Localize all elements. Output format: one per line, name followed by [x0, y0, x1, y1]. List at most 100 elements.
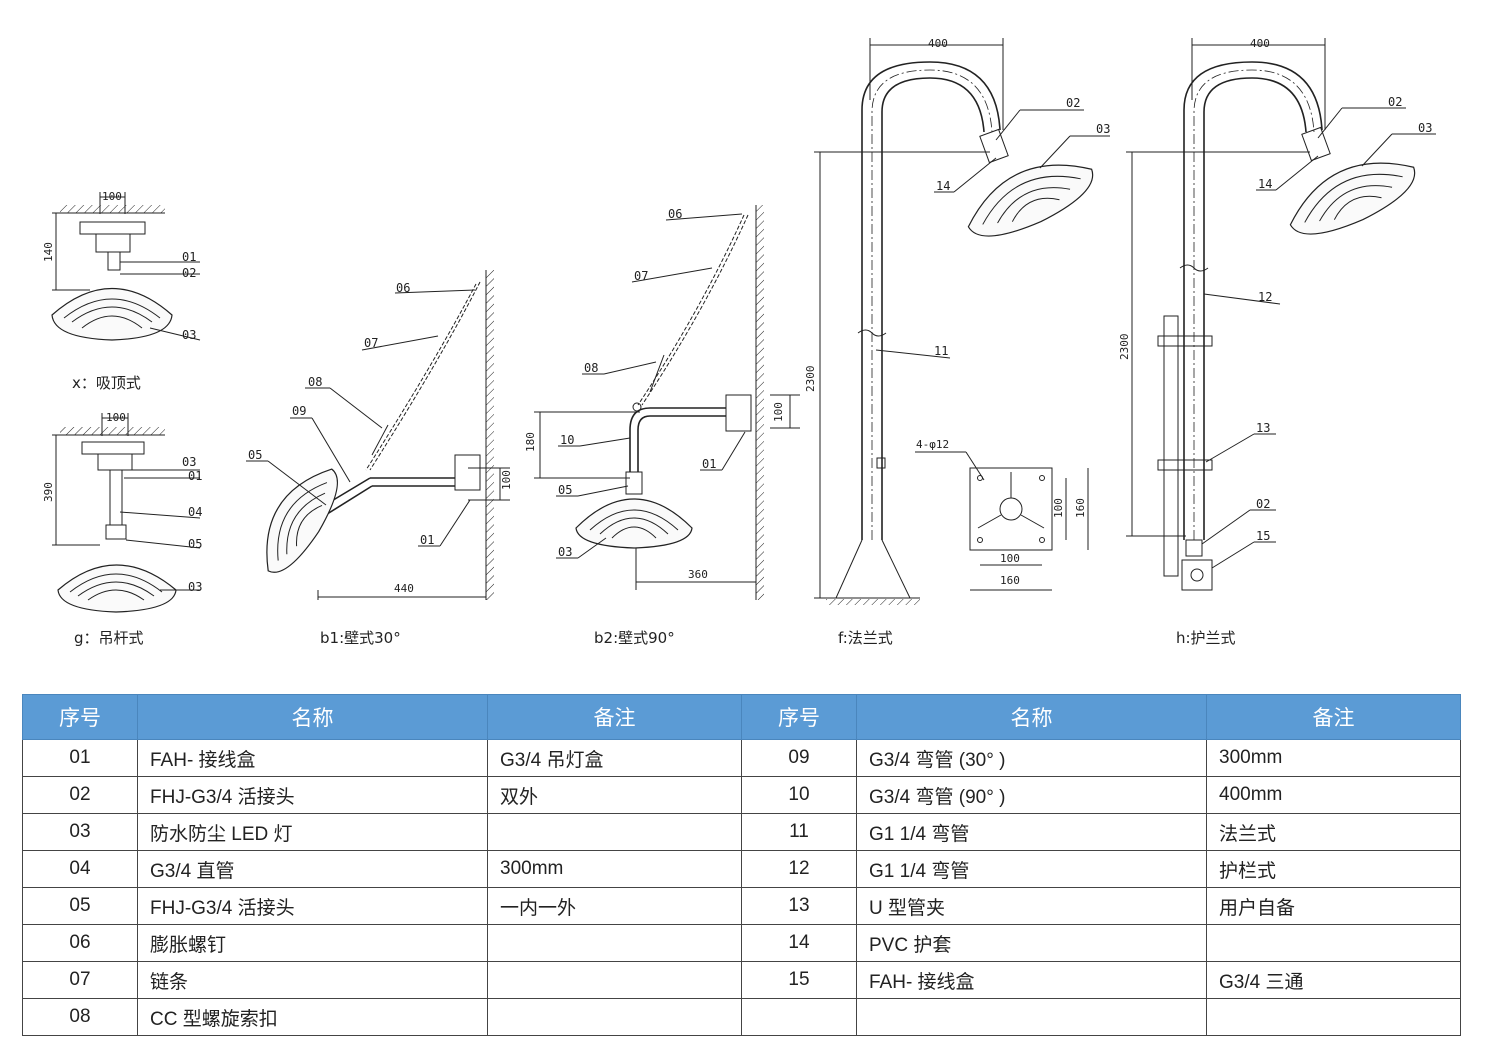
cell-note: 400mm [1206, 776, 1461, 814]
label-h-02b: 02 [1256, 497, 1270, 511]
label-h-02: 02 [1388, 95, 1402, 109]
dim-g-390: 390 [42, 482, 55, 502]
caption-b2: b2:壁式90° [594, 629, 675, 647]
cell-name: PVC 护套 [856, 924, 1207, 962]
cell-note: 用户自备 [1206, 887, 1461, 925]
cell-no: 08 [22, 998, 138, 1036]
cell-note: 护栏式 [1206, 850, 1461, 888]
cell-note: 300mm [487, 850, 742, 888]
cell-name: 膨胀螺钉 [137, 924, 488, 962]
label-b2-06: 06 [668, 207, 682, 221]
cell-no: 04 [22, 850, 138, 888]
cell-note [1206, 998, 1461, 1036]
cell-name: FAH- 接线盒 [856, 961, 1207, 999]
header-name-left: 名称 [137, 694, 488, 740]
installation-drawings: 100 140 01 02 03 x：吸顶式 100 390 03 01 04 … [42, 37, 1436, 647]
cell-name: G1 1/4 弯管 [856, 850, 1207, 888]
caption-x: x：吸顶式 [72, 374, 141, 392]
dim-x-140: 140 [42, 242, 55, 262]
header-note-left: 备注 [487, 694, 742, 740]
label-h-12: 12 [1258, 290, 1272, 304]
diagram-g-pendant-rod: 100 390 03 01 04 05 03 g：吊杆式 [42, 411, 202, 647]
cell-note [487, 813, 742, 851]
label-h-14: 14 [1258, 177, 1272, 191]
dim-h-2300: 2300 [1118, 334, 1131, 361]
cell-name: U 型管夹 [856, 887, 1207, 925]
label-g-05: 05 [188, 537, 202, 551]
dim-x-100: 100 [102, 190, 122, 203]
cell-name: FHJ-G3/4 活接头 [137, 776, 488, 814]
cell-name: FAH- 接线盒 [137, 739, 488, 777]
cell-name: 链条 [137, 961, 488, 999]
dim-b1-440: 440 [394, 582, 414, 595]
cell-no: 09 [741, 739, 857, 777]
caption-b1: b1:壁式30° [320, 629, 401, 647]
cell-name: FHJ-G3/4 活接头 [137, 887, 488, 925]
diagram-b2-wall-90: 06 07 08 10 01 05 03 180 100 360 b2:壁式90… [524, 205, 800, 647]
cell-no: 11 [741, 813, 857, 851]
cell-no: 14 [741, 924, 857, 962]
label-b1-09: 09 [292, 404, 306, 418]
cell-note [487, 961, 742, 999]
dim-f-400: 400 [928, 37, 948, 50]
label-x-03: 03 [182, 328, 196, 342]
label-g-03: 03 [182, 455, 196, 469]
cell-no: 02 [22, 776, 138, 814]
table-header-row: 序号 名称 备注 序号 名称 备注 [22, 694, 1461, 740]
cell-name: 防水防尘 LED 灯 [137, 813, 488, 851]
header-name-right: 名称 [856, 694, 1207, 740]
label-h-15: 15 [1256, 529, 1270, 543]
cell-note: G3/4 三通 [1206, 961, 1461, 999]
label-f-14: 14 [936, 179, 950, 193]
dim-g-100: 100 [106, 411, 126, 424]
header-no-right: 序号 [741, 694, 857, 740]
dim-h-400: 400 [1250, 37, 1270, 50]
label-b2-07: 07 [634, 269, 648, 283]
cell-note: 300mm [1206, 739, 1461, 777]
cell-no: 03 [22, 813, 138, 851]
cell-no: 15 [741, 961, 857, 999]
caption-h: h:护兰式 [1176, 629, 1236, 647]
cell-note [487, 998, 742, 1036]
header-note-right: 备注 [1206, 694, 1461, 740]
cell-name: CC 型螺旋索扣 [137, 998, 488, 1036]
cell-note [487, 924, 742, 962]
cell-note: 双外 [487, 776, 742, 814]
label-b2-08: 08 [584, 361, 598, 375]
dim-b2-360: 360 [688, 568, 708, 581]
label-g-03b: 03 [188, 580, 202, 594]
cell-name: G3/4 弯管 (90° ) [856, 776, 1207, 814]
label-f-11: 11 [934, 344, 948, 358]
cell-note [1206, 924, 1461, 962]
dim-b2-180: 180 [524, 432, 537, 452]
label-b2-01: 01 [702, 457, 716, 471]
label-b2-05: 05 [558, 483, 572, 497]
label-x-02: 02 [182, 266, 196, 280]
cell-note: 法兰式 [1206, 813, 1461, 851]
cell-no: 05 [22, 887, 138, 925]
dim-f-2300: 2300 [804, 366, 817, 393]
label-h-13: 13 [1256, 421, 1270, 435]
dim-b1-100: 100 [500, 470, 513, 490]
cell-no: 13 [741, 887, 857, 925]
cell-no: 12 [741, 850, 857, 888]
cell-no: 06 [22, 924, 138, 962]
cell-name: G3/4 直管 [137, 850, 488, 888]
label-f-02: 02 [1066, 96, 1080, 110]
dim-f-100v: 100 [1052, 498, 1065, 518]
label-g-04: 04 [188, 505, 202, 519]
diagram-b1-wall-30: 06 07 08 09 05 01 100 440 b1:壁式30° [246, 270, 513, 647]
cell-name [856, 998, 1207, 1036]
label-x-01: 01 [182, 250, 196, 264]
cell-name: G1 1/4 弯管 [856, 813, 1207, 851]
label-b1-06: 06 [396, 281, 410, 295]
cell-note: G3/4 吊灯盒 [487, 739, 742, 777]
